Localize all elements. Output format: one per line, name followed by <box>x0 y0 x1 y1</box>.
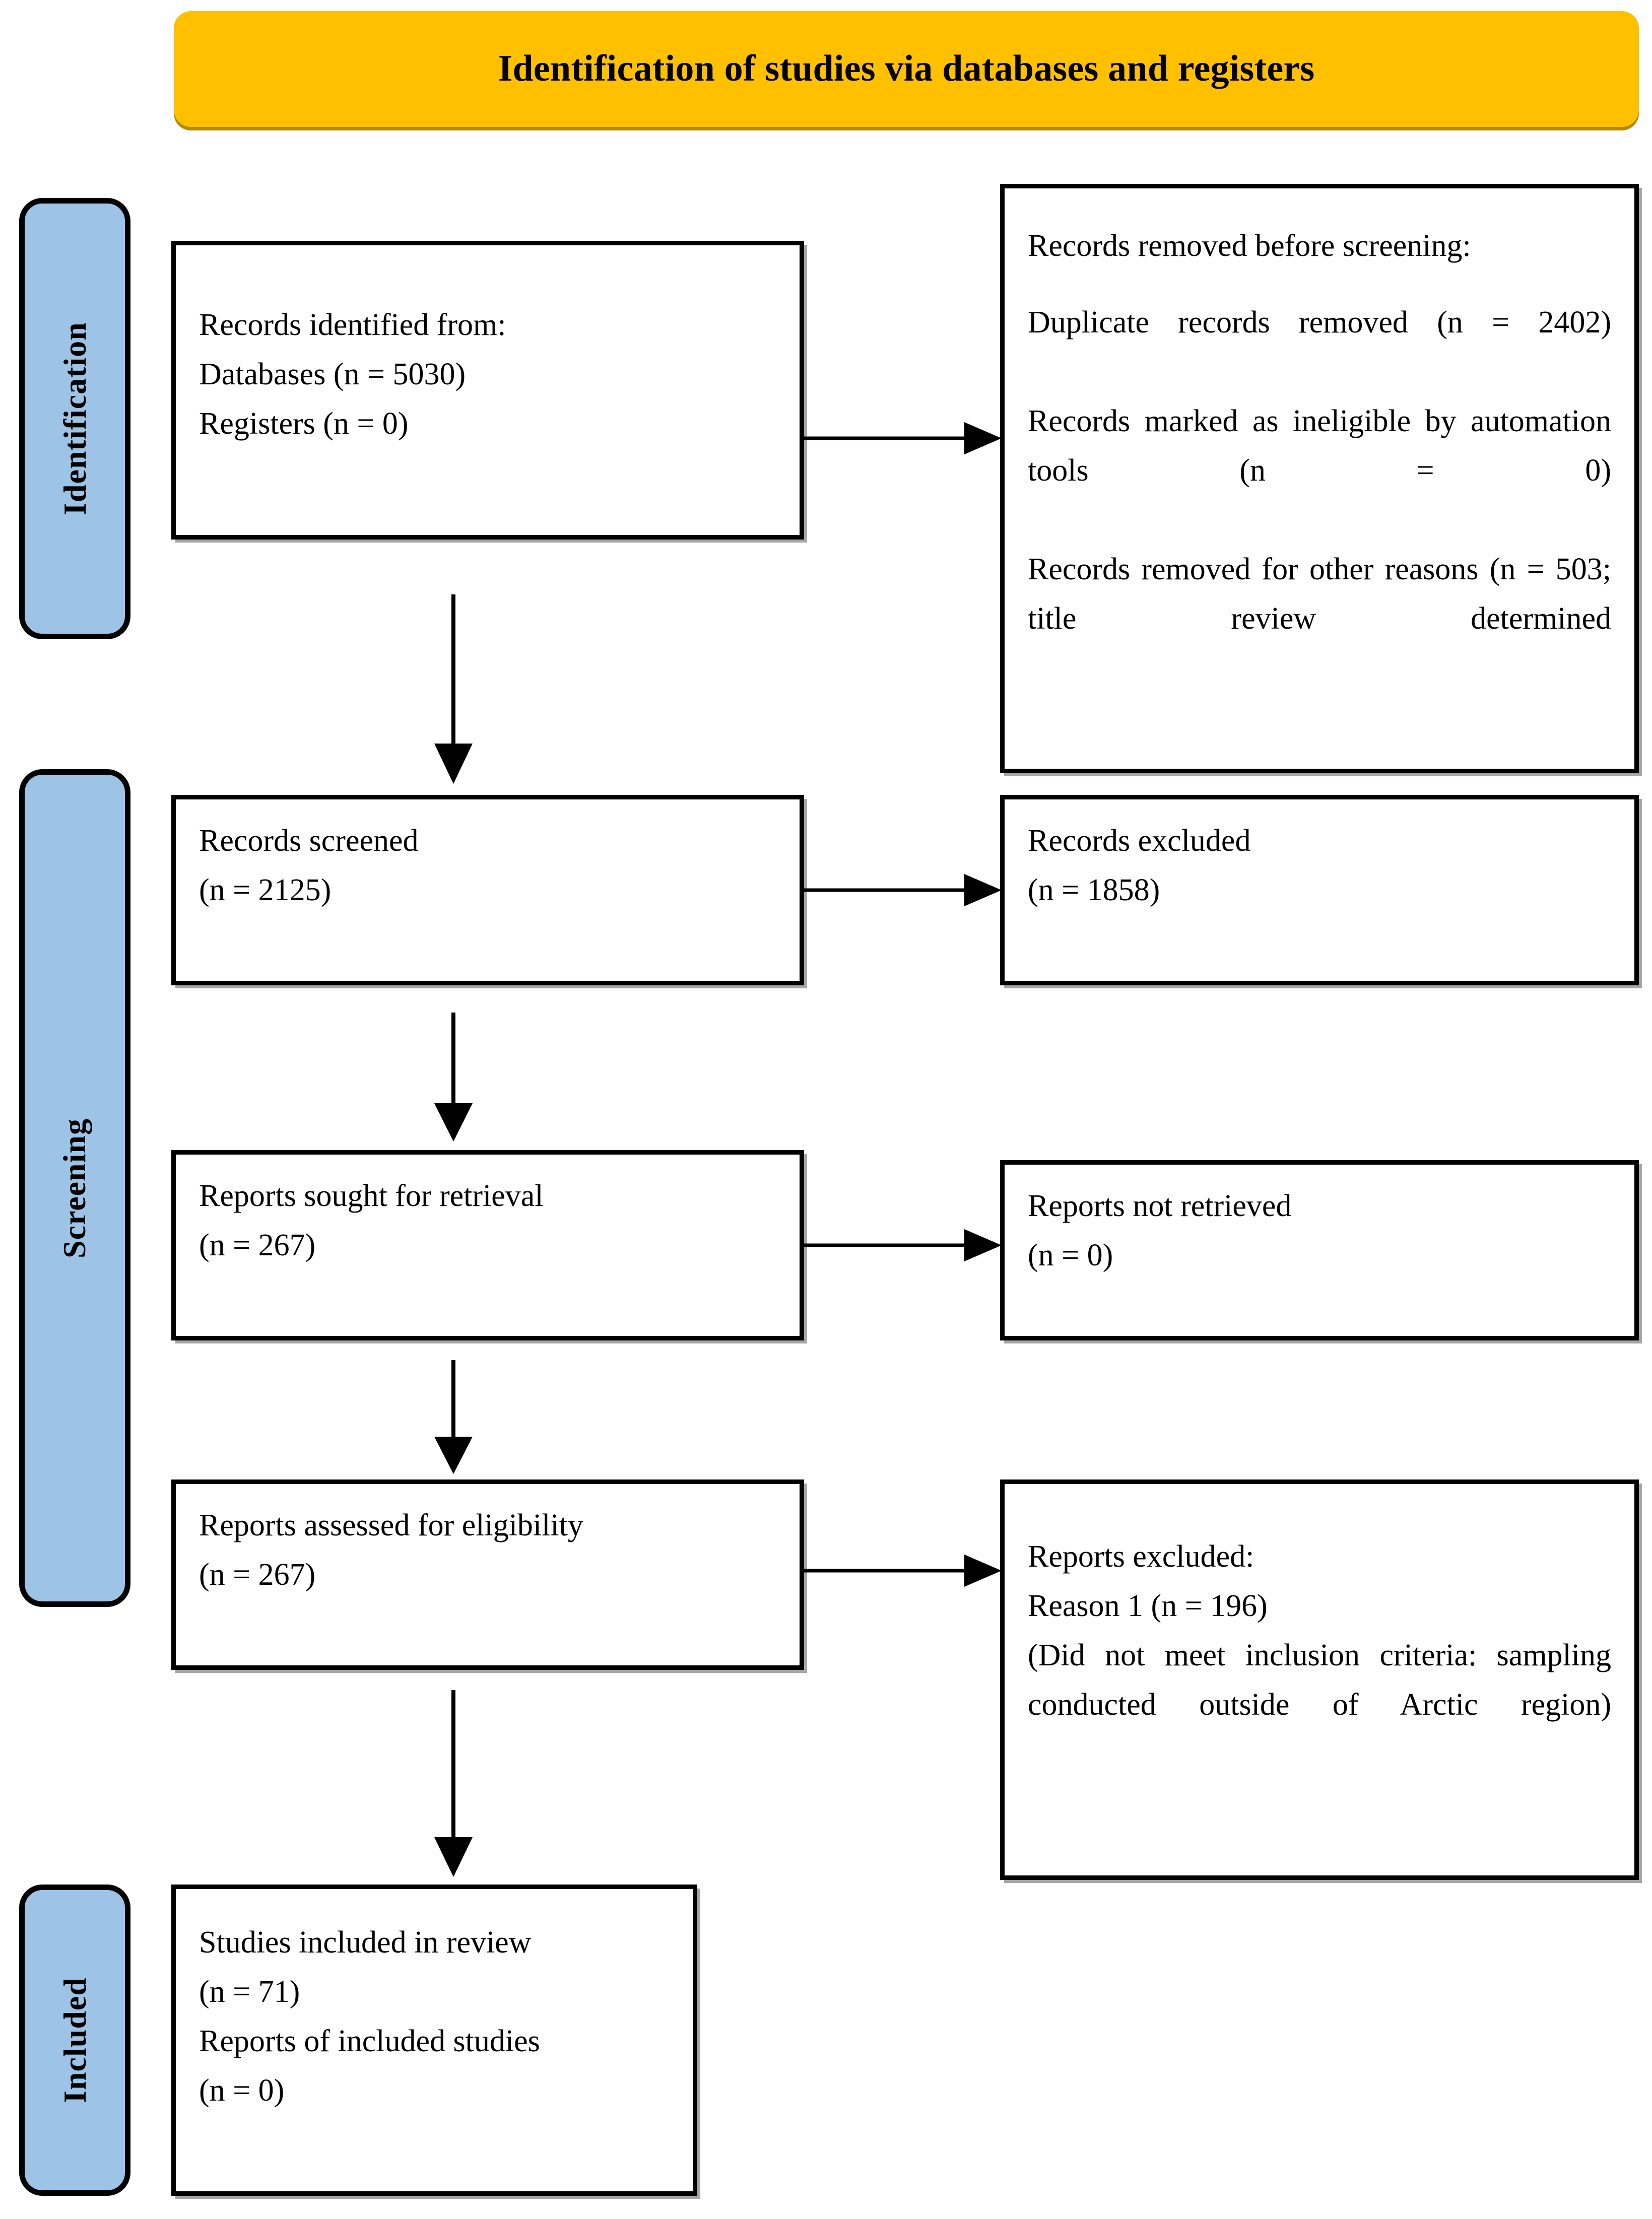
stage-rail-identification: Identification <box>19 198 130 639</box>
reports-excluded-heading: Reports excluded: <box>1028 1539 1254 1574</box>
stage-rail-identification-label: Identification <box>56 322 93 515</box>
arrow-assessed-to-reports-excluded <box>804 1551 1006 1591</box>
records-excluded-label: Records excluded <box>1028 824 1251 858</box>
stage-rail-screening: Screening <box>19 769 130 1607</box>
reports-not-retrieved-label: Reports not retrieved <box>1028 1189 1292 1223</box>
stage-rail-included: Included <box>19 1885 130 2196</box>
box-records-identified: Records identified from: Databases (n = … <box>171 241 804 540</box>
arrow-screened-to-excluded <box>804 870 1006 910</box>
reports-assessed-count: (n = 267) <box>199 1557 316 1592</box>
box-reports-excluded: Reports excluded: Reason 1 (n = 196) (Di… <box>1000 1480 1639 1880</box>
box-records-screened: Records screened (n = 2125) <box>171 795 804 985</box>
arrow-identified-to-screened <box>423 594 484 786</box>
reports-excluded-detail: (Did not meet inclusion criteria: sampli… <box>1028 1638 1611 1722</box>
reports-of-included-label: Reports of included studies <box>199 2024 540 2058</box>
records-removed-heading: Records removed before screening: <box>1028 229 1471 263</box>
arrow-sought-to-assessed <box>423 1360 484 1476</box>
reports-of-included-count: (n = 0) <box>199 2073 285 2108</box>
reports-excluded-reason1: Reason 1 (n = 196) <box>1028 1588 1268 1623</box>
stage-rail-included-label: Included <box>56 1977 93 2103</box>
records-identified-databases: Databases (n = 5030) <box>199 357 466 391</box>
reports-sought-label: Reports sought for retrieval <box>199 1179 544 1213</box>
records-screened-count: (n = 2125) <box>199 872 332 907</box>
reports-not-retrieved-count: (n = 0) <box>1028 1238 1113 1272</box>
box-records-removed-before-screening: Records removed before screening: Duplic… <box>1000 184 1639 773</box>
arrow-screened-to-sought <box>423 1013 484 1144</box>
reports-assessed-label: Reports assessed for eligibility <box>199 1508 583 1542</box>
box-records-excluded: Records excluded (n = 1858) <box>1000 795 1639 985</box>
arrow-assessed-to-included <box>423 1690 484 1879</box>
stage-rail-screening-label: Screening <box>56 1118 93 1258</box>
arrow-identified-to-removed <box>804 418 1006 458</box>
arrow-sought-to-not-retrieved <box>804 1225 1006 1265</box>
box-reports-assessed-for-eligibility: Reports assessed for eligibility (n = 26… <box>171 1480 804 1670</box>
records-removed-automation: Records marked as ineligible by automati… <box>1028 404 1611 488</box>
studies-included-label: Studies included in review <box>199 1925 532 1960</box>
banner-identification: Identification of studies via databases … <box>174 11 1639 127</box>
box-reports-sought-for-retrieval: Reports sought for retrieval (n = 267) <box>171 1150 804 1340</box>
records-removed-other-reasons: Records removed for other reasons (n = 5… <box>1028 552 1611 636</box>
records-identified-registers: Registers (n = 0) <box>199 406 409 441</box>
reports-sought-count: (n = 267) <box>199 1228 316 1262</box>
records-screened-label: Records screened <box>199 824 419 858</box>
records-removed-duplicates: Duplicate records removed (n = 2402) <box>1028 305 1611 340</box>
records-excluded-count: (n = 1858) <box>1028 872 1160 907</box>
studies-included-count: (n = 71) <box>199 1974 300 2009</box>
records-identified-heading: Records identified from: <box>199 308 506 342</box>
banner-title: Identification of studies via databases … <box>498 48 1315 90</box>
box-reports-not-retrieved: Reports not retrieved (n = 0) <box>1000 1160 1639 1340</box>
box-studies-included: Studies included in review (n = 71) Repo… <box>171 1885 697 2196</box>
